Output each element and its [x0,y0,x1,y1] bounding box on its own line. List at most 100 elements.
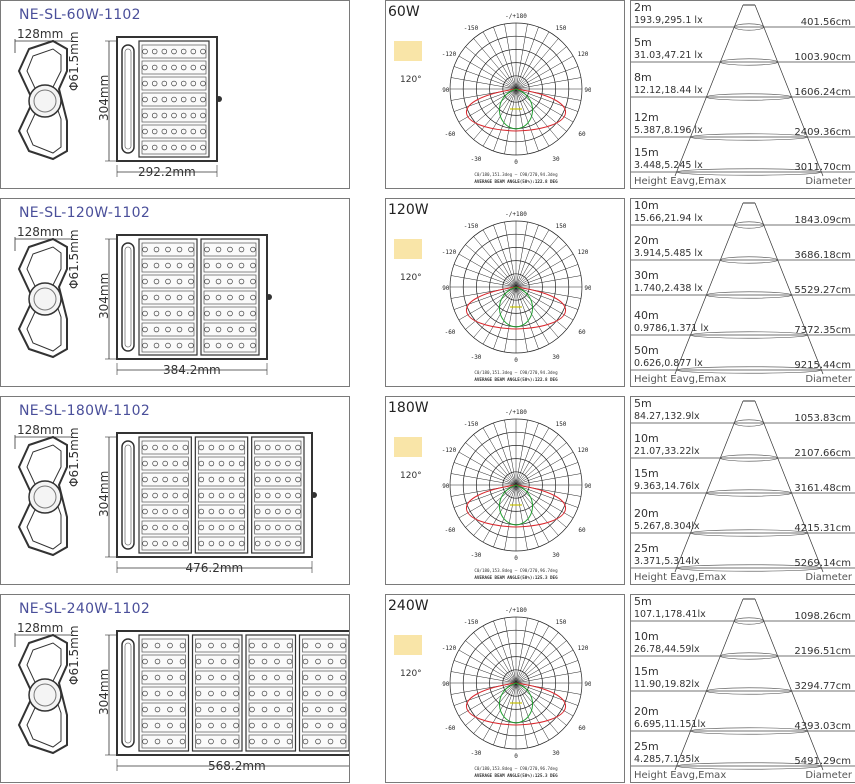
polar-legend: C0/180,153.8deg — C90/270,96.7deg [474,766,558,771]
polar-angle-label: 90 [584,483,591,490]
wattage-label: 60W [388,4,420,20]
polar-angle-label: 60 [578,131,586,138]
polar-angle-label: -150 [464,421,479,428]
mounting-height: 8m [634,71,652,84]
mounting-height: 30m [634,269,659,282]
beam-diameter: 1098.26cm [794,611,851,622]
polar-angle-label: -90 [441,483,450,490]
polar-diagram: -/+180-150150-120120-9090-6060-30300C0/1… [441,211,591,382]
footer-height-label: Height Eavg,Emax [634,374,727,385]
side-profile [14,237,71,359]
polar-legend: C0/180,151.3deg — C90/270,94.3deg [474,370,558,375]
mounting-height: 10m [634,199,659,212]
footer-diameter-label: Diameter [805,176,852,187]
fixture-drawing [14,36,222,177]
polar-angle-label: 150 [556,619,567,626]
top-view-body [116,234,272,360]
product-row: NE-SL-120W-1102 128mm Φ61.5mm 304mm 384.… [0,198,855,388]
polar-angle-label: -150 [464,619,479,626]
illuminance-value: 5.267,8.304lx [634,521,700,532]
polar-legend: C0/180,151.3deg — C90/270,94.3deg [474,172,558,177]
beam-diameter: 5529.27cm [794,285,851,296]
illuminance-value: 0.9786,1.371 lx [634,323,709,334]
fixture-drawing [14,630,349,771]
polar-caption: AVERAGE BEAM ANGLE(50%):125.3 DEG [474,575,558,580]
polar-chart-panel: 240W 120° -/+180-150150-120120-9090-6060… [385,594,625,783]
beam-diameter: 3294.77cm [794,681,851,692]
polar-angle-label: 30 [552,750,560,757]
beam-diameter: 5491.29cm [794,756,851,767]
polar-angle-label: 150 [556,421,567,428]
footer-height-label: Height Eavg,Emax [634,770,727,781]
polar-diagram: -/+180-150150-120120-9090-6060-30300C0/1… [441,607,591,778]
polar-angle-label: 60 [578,527,586,534]
footer-diameter-label: Diameter [805,572,852,583]
polar-chart-panel: 60W 120° -/+180-150150-120120-9090-6060-… [385,0,625,189]
polar-angle-label: -60 [445,527,456,534]
side-profile [14,39,71,161]
fixture-drawing [14,432,317,573]
width-dimension: 128mm [17,225,64,239]
product-row: NE-SL-240W-1102 128mm Φ61.5mm 304mm 568.… [0,594,855,784]
polar-angle-label: -/+180 [505,211,527,218]
polar-angle-label: 90 [584,87,591,94]
light-color-swatch [394,41,422,61]
beam-diameter: 3686.18cm [794,250,851,261]
beam-diameter: 3161.48cm [794,483,851,494]
polar-angle-label: -120 [442,447,457,454]
polar-angle-label: -150 [464,25,479,32]
mounting-height: 12m [634,111,659,124]
polar-angle-label: 90 [584,285,591,292]
polar-legend: C0/180,153.8deg — C90/270,96.7deg [474,568,558,573]
polar-angle-label: -90 [441,285,450,292]
polar-angle-label: -30 [471,750,482,757]
illuminance-value: 11.90,19.82lx [634,679,700,690]
mounting-height: 50m [634,344,659,357]
polar-caption: AVERAGE BEAM ANGLE(50%):125.3 DEG [474,773,558,778]
polar-chart-panel: 120W 120° -/+180-150150-120120-9090-6060… [385,198,625,387]
dimension-drawing-panel: NE-SL-120W-1102 128mm Φ61.5mm 304mm 384.… [0,198,350,387]
beam-diameter: 4393.03cm [794,721,851,732]
illuminance-value: 15.66,21.94 lx [634,213,703,224]
polar-angle-label: -/+180 [505,607,527,614]
beam-diameter: 2107.66cm [794,448,851,459]
beam-diameter: 1053.83cm [794,413,851,424]
table-footer: Height Eavg,Emax Diameter [631,770,855,782]
top-view-body [116,36,222,162]
dimension-drawing-panel: NE-SL-180W-1102 128mm Φ61.5mm 304mm 476.… [0,396,350,585]
mounting-height: 40m [634,309,659,322]
illuminance-value: 0.626,0.877 lx [634,358,703,369]
polar-angle-label: -60 [445,329,456,336]
wattage-label: 180W [388,400,429,416]
beam-angle-label: 120° [400,669,422,679]
width-dimension: 128mm [17,621,64,635]
mounting-height: 15m [634,146,659,159]
illuminance-value: 6.695,11.151lx [634,719,706,730]
polar-chart-panel: 180W 120° -/+180-150150-120120-9090-6060… [385,396,625,585]
mounting-height: 15m [634,665,659,678]
illuminance-value: 107.1,178.41lx [634,609,706,620]
illuminance-value: 21.07,33.22lx [634,446,700,457]
beam-diameter: 5269.14cm [794,558,851,569]
width-dimension: 128mm [17,27,64,41]
model-title: NE-SL-180W-1102 [19,403,151,419]
dimension-drawing-panel: NE-SL-240W-1102 128mm Φ61.5mm 304mm 568.… [0,594,350,783]
light-color-swatch [394,635,422,655]
side-profile [14,633,71,755]
beam-angle-label: 120° [400,471,422,481]
polar-angle-label: 120 [578,249,589,256]
light-color-swatch [394,437,422,457]
polar-diagram: -/+180-150150-120120-9090-6060-30300C0/1… [441,409,591,580]
polar-caption: AVERAGE BEAM ANGLE(50%):122.8 DEG [474,377,558,382]
beam-diameter: 1003.90cm [794,52,851,63]
fixture-drawing [14,234,272,375]
illuminance-value: 4.285,7.135lx [634,754,700,765]
wattage-label: 120W [388,202,429,218]
polar-angle-label: -30 [471,354,482,361]
illuminance-value: 9.363,14.76lx [634,481,700,492]
product-row: NE-SL-60W-1102 128mm Φ61.5mm 304mm 292.2… [0,0,855,190]
illuminance-value: 12.12,18.44 lx [634,85,703,96]
polar-angle-label: -120 [442,645,457,652]
illuminance-value: 5.387,8.196 lx [634,125,703,136]
